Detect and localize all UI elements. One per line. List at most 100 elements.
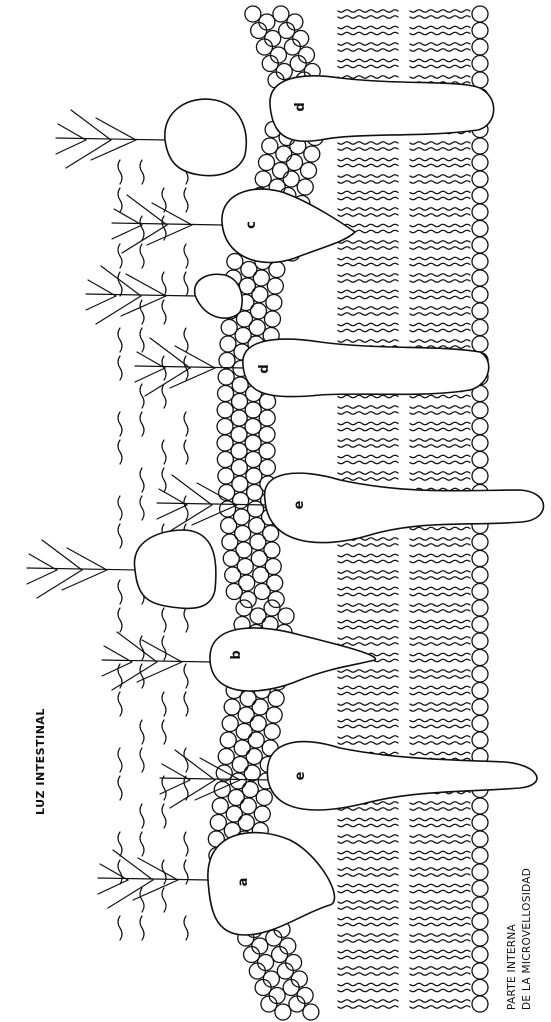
glycocalyx-chain <box>118 524 122 548</box>
glycocalyx-chain <box>162 272 166 296</box>
outer-lipid-head <box>218 749 234 765</box>
outer-lipid-head <box>254 806 270 822</box>
inner-lipid-tail <box>410 478 470 481</box>
inner-lipid-head <box>472 584 488 600</box>
oligosaccharide-tree <box>112 195 222 253</box>
outer-lipid-head <box>256 790 272 806</box>
outer-lipid-head <box>293 31 309 47</box>
interior-label-line1: PARTE INTERNA <box>506 923 518 1010</box>
oligosaccharide-tree <box>56 110 166 168</box>
glycocalyx-chain <box>184 412 188 436</box>
glycocalyx-chain <box>140 664 144 688</box>
outer-lipid-tail <box>338 736 398 739</box>
outer-lipid-tail <box>338 577 398 580</box>
glycocalyx-chain <box>162 776 166 800</box>
outer-lipid-tail <box>338 208 398 211</box>
glycocalyx-chain <box>140 412 144 436</box>
inner-lipid-tail <box>410 940 470 943</box>
outer-lipid-head <box>265 31 281 47</box>
outer-lipid-tail <box>338 818 398 821</box>
tree-branch <box>170 368 215 388</box>
outer-lipid-tail <box>338 323 398 326</box>
outer-lipid-head <box>246 468 262 484</box>
outer-lipid-head <box>266 295 282 311</box>
lumen-label: LUZ INTESTINAL <box>34 708 47 815</box>
outer-lipid-tail <box>338 604 398 607</box>
inner-lipid-head <box>472 402 488 418</box>
inner-lipid-tail <box>410 670 470 673</box>
inner-lipid-head <box>472 963 488 979</box>
outer-lipid-tail <box>338 59 398 62</box>
outer-lipid-head <box>262 56 278 72</box>
glycocalyx-chain <box>118 328 122 352</box>
glycocalyx-chain <box>184 860 188 884</box>
outer-lipid-head <box>280 938 296 954</box>
outer-lipid-tail <box>338 808 398 811</box>
inner-lipid-head <box>472 23 488 39</box>
inner-lipid-tail <box>410 824 470 827</box>
outer-lipid-head <box>273 163 289 179</box>
outer-lipid-head <box>219 353 235 369</box>
outer-lipid-head <box>224 699 240 715</box>
inner-lipid-tail <box>410 181 470 184</box>
inner-lipid-tail <box>410 313 470 316</box>
outer-lipid-head <box>262 138 278 154</box>
outer-lipid-tail <box>338 934 398 937</box>
inner-lipid-head <box>472 551 488 567</box>
outer-lipid-tail <box>338 643 398 646</box>
inner-lipid-tail <box>410 554 470 557</box>
protein-shape <box>222 189 355 262</box>
inner-lipid-tail <box>410 296 470 299</box>
protein-letter-c: c <box>244 221 259 229</box>
outer-lipid-head <box>248 501 264 517</box>
outer-lipid-head <box>266 930 282 946</box>
glycocalyx-chain <box>118 580 122 604</box>
protein-shape <box>134 530 215 608</box>
inner-lipid-tail <box>410 323 470 326</box>
inner-lipid-tail <box>410 208 470 211</box>
outer-lipid-tail <box>338 455 398 458</box>
inner-lipid-head <box>472 452 488 468</box>
inner-lipid-head <box>472 6 488 22</box>
tree-branch <box>147 225 192 245</box>
outer-lipid-head <box>276 64 292 80</box>
outer-lipid-head <box>245 452 261 468</box>
outer-lipid-head <box>252 287 268 303</box>
outer-lipid-head <box>240 691 256 707</box>
glycocalyx-chain <box>184 832 188 856</box>
outer-lipid-head <box>254 584 270 600</box>
outer-lipid-head <box>297 988 313 1004</box>
inner-lipid-head <box>472 947 488 963</box>
outer-lipid-head <box>247 485 263 501</box>
outer-lipid-tail <box>338 676 398 679</box>
inner-lipid-tail <box>410 274 470 277</box>
outer-lipid-head <box>272 947 288 963</box>
inner-lipid-tail <box>410 422 470 425</box>
outer-lipid-tail <box>338 313 398 316</box>
outer-lipid-head <box>251 551 267 567</box>
inner-lipid-tail <box>410 230 470 233</box>
inner-lipid-tail <box>410 851 470 854</box>
glycocalyx-chain <box>184 440 188 464</box>
protein-letter-d: d <box>293 102 308 111</box>
inner-lipid-tail <box>410 901 470 904</box>
tree-branch <box>62 570 107 590</box>
outer-lipid-head <box>259 410 275 426</box>
inner-lipid-tail <box>410 593 470 596</box>
glycocalyx-chain <box>118 916 122 940</box>
outer-lipid-tail <box>338 340 398 343</box>
inner-lipid-tail <box>410 676 470 679</box>
inner-lipid-tail <box>410 620 470 623</box>
outer-lipid-head <box>250 303 266 319</box>
inner-lipid-tail <box>410 643 470 646</box>
outer-lipid-tail <box>338 280 398 283</box>
inner-lipid-head <box>472 468 488 484</box>
outer-lipid-tail <box>338 428 398 431</box>
inner-lipid-tail <box>410 148 470 151</box>
outer-lipid-tail <box>338 1006 398 1009</box>
outer-lipid-tail <box>338 544 398 547</box>
glycocalyx-chain <box>118 160 122 184</box>
inner-lipid-head <box>472 237 488 253</box>
outer-lipid-head <box>259 155 275 171</box>
